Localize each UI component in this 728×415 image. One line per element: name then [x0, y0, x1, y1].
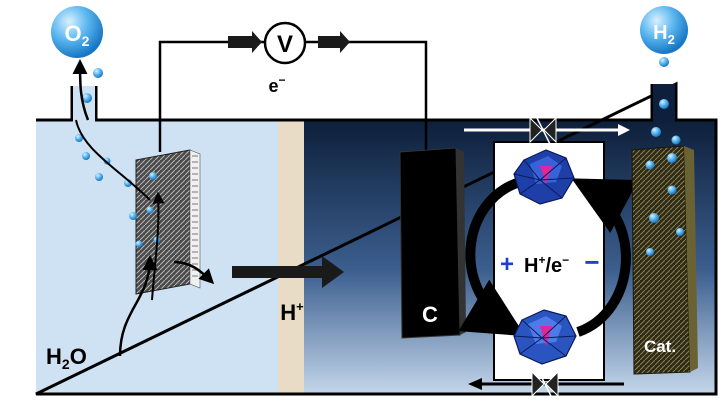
- svg-text:H+/e−: H+/e−: [524, 253, 569, 277]
- tank-outline: [35, 81, 718, 396]
- electron-arrow-left: [228, 31, 262, 53]
- svg-text:+: +: [500, 251, 514, 278]
- catalyst-electrode-label: Cat.: [644, 337, 676, 356]
- carbon-electrode: C: [399, 147, 466, 339]
- h2-bubbles: [645, 57, 684, 256]
- carbon-electrode-label: C: [422, 302, 438, 327]
- proton-label: H+: [280, 299, 304, 325]
- oxidation-cycle-arrow: [571, 178, 639, 337]
- valve-icon: [529, 115, 557, 145]
- voltmeter-label: V: [277, 31, 293, 58]
- voltmeter-icon: V: [263, 21, 307, 65]
- o2-bubble-label: O2: [51, 6, 103, 58]
- anode-electrode: [135, 149, 201, 295]
- mediator-label: + H+/e− −: [500, 247, 600, 278]
- o2-release-arrow: [72, 59, 90, 121]
- svg-text:H2: H2: [653, 22, 675, 47]
- polyoxometalate-cluster-icon: [513, 149, 575, 205]
- h2-bubble-label: H2: [640, 6, 688, 54]
- catalyst-electrode: Cat.: [631, 145, 698, 375]
- polyoxometalate-cluster-reduced-icon: [513, 309, 577, 365]
- water-oxidation-arrow: [118, 255, 158, 357]
- valve-icon: [531, 369, 559, 399]
- electron-arrow-right: [318, 31, 350, 53]
- electron-label: e−: [268, 73, 285, 96]
- reduction-cycle-arrow: [458, 177, 526, 337]
- proton-transport-arrow: [232, 256, 344, 288]
- svg-text:−: −: [584, 247, 599, 277]
- water-label: H2O: [46, 344, 87, 372]
- proton-release-arrow: [173, 260, 215, 285]
- svg-text:O2: O2: [65, 21, 90, 49]
- o2-bubbles: [75, 68, 161, 248]
